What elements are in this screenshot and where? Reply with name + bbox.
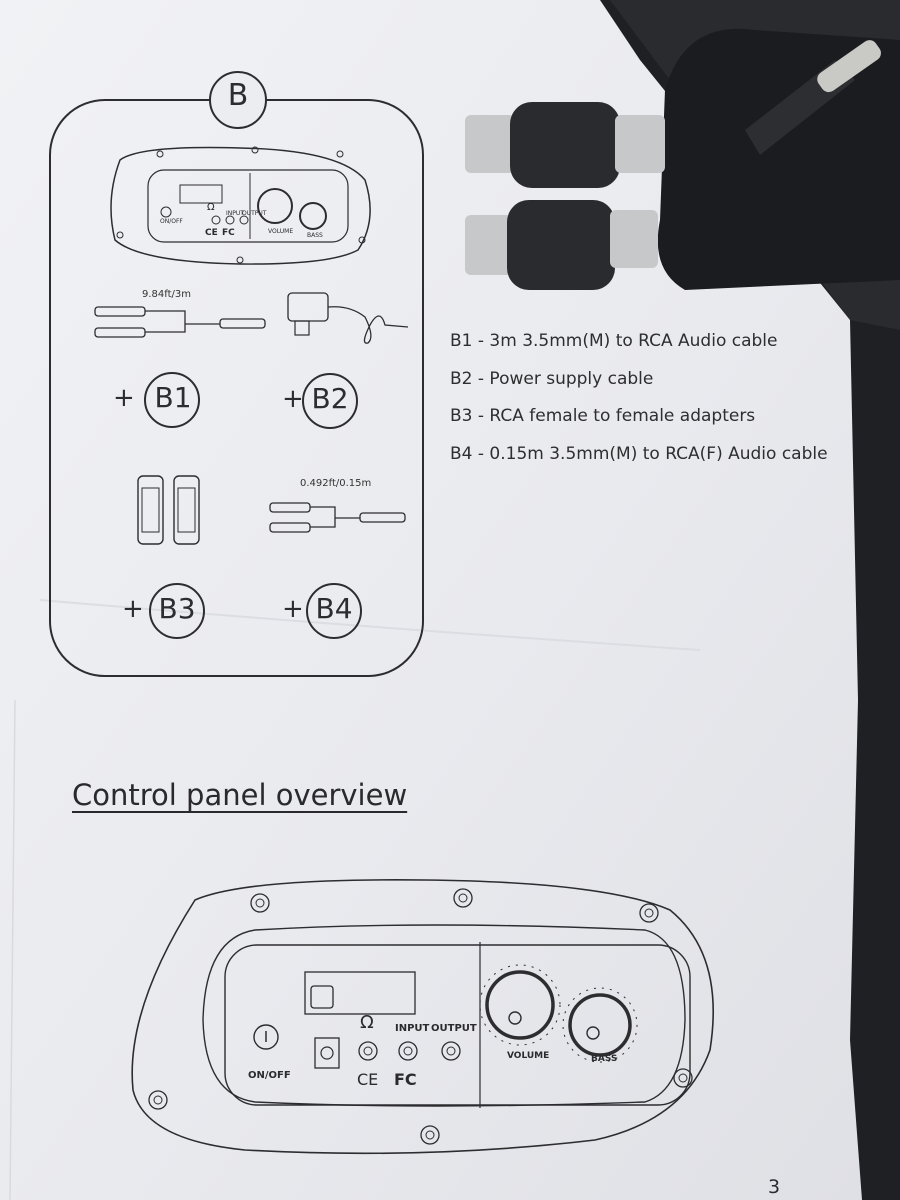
small-bass-label: BASS: [307, 232, 323, 239]
accessories-box: [49, 71, 424, 677]
box-label: B: [227, 78, 249, 113]
small-fc-mark: FC: [222, 228, 235, 238]
b3-plus: +: [122, 594, 144, 624]
small-panel-drawing: [110, 146, 371, 265]
b1-cable-drawing: [94, 306, 266, 338]
b4-length-label: 0.492ft/0.15m: [300, 478, 372, 489]
b4-plus: +: [282, 594, 304, 624]
large-headphone-icon: Ω: [360, 1012, 374, 1033]
small-headphone-icon: Ω: [207, 202, 215, 213]
large-input-label: INPUT: [395, 1023, 430, 1034]
b1-badge: B1: [154, 381, 192, 414]
b2-plus: +: [282, 384, 304, 414]
small-onoff-label: ON/OFF: [160, 218, 183, 225]
legend-b4: B4 - 0.15m 3.5mm(M) to RCA(F) Audio cabl…: [450, 444, 828, 464]
small-volume-label: VOLUME: [268, 228, 294, 235]
large-output-label: OUTPUT: [431, 1023, 477, 1034]
b4-badge: B4: [315, 592, 353, 625]
b3-adapters-drawing: [137, 475, 200, 545]
legend-b2: B2 - Power supply cable: [450, 369, 654, 389]
small-input-label: INPUT: [226, 210, 244, 217]
large-fc-mark: FC: [394, 1070, 417, 1089]
large-ce-mark: CE: [357, 1070, 379, 1089]
large-bass-label: BASS: [591, 1054, 618, 1064]
large-onoff-label: ON/OFF: [248, 1070, 291, 1081]
b4-cable-drawing: [269, 502, 406, 533]
b3-badge: B3: [158, 592, 196, 625]
large-volume-label: VOLUME: [507, 1051, 550, 1061]
b1-length-label: 9.84ft/3m: [142, 289, 192, 300]
section-title: Control panel overview: [72, 778, 408, 812]
small-output-label: OUTPUT: [242, 210, 267, 217]
small-ce-mark: CE: [205, 228, 218, 238]
b2-power-supply-drawing: [287, 292, 409, 344]
large-panel-drawing: [131, 879, 714, 1155]
legend-b3: B3 - RCA female to female adapters: [450, 406, 756, 426]
page-number: 3: [768, 1176, 781, 1198]
legend-b1: B1 - 3m 3.5mm(M) to RCA Audio cable: [450, 331, 778, 351]
badge-circles: [144, 372, 362, 639]
rca-adapters-photo: [465, 28, 900, 290]
b2-badge: B2: [311, 382, 349, 415]
b1-plus: +: [113, 383, 135, 413]
